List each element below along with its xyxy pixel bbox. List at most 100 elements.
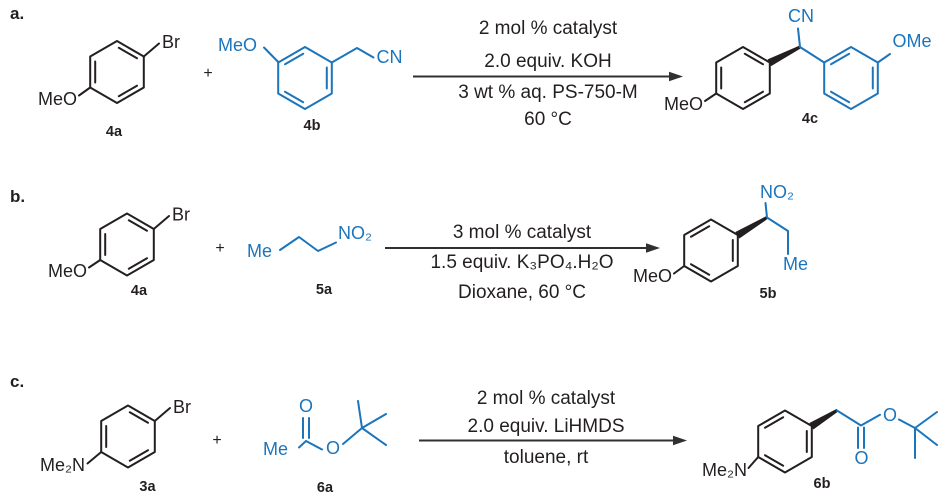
atom-label-ome: OMe [893, 31, 932, 51]
atom-label-br: Br [162, 32, 180, 52]
molecule-4a: Br MeO 4a [38, 32, 180, 140]
section-label-b: b. [10, 187, 25, 206]
4c-blue-fragment: CN OMe [788, 6, 932, 110]
atom-label-meo: MeO [48, 261, 87, 281]
substituent-bonds [747, 456, 760, 469]
compound-id-6b: 6b [814, 476, 831, 492]
molecule-6a: Me O O 6a [263, 396, 387, 496]
atom-label-o-carbonyl: O [854, 448, 868, 468]
atom-label-cn: CN [377, 47, 403, 67]
condition-line: 2 mol % catalyst [479, 18, 618, 39]
compound-id-4a: 4a [131, 283, 148, 299]
reaction-conditions: 2 mol % catalyst 2.0 equiv. KOH 3 wt % a… [458, 18, 638, 130]
compound-id-5a: 5a [316, 282, 333, 298]
condition-line: 3 wt % aq. PS-750-M [458, 82, 638, 103]
benzene-ring [757, 409, 813, 474]
substituent-bonds [797, 27, 891, 64]
molecule-4b: MeO CN 4b [218, 35, 403, 134]
condition-line: 2.0 equiv. KOH [484, 51, 611, 72]
atom-label-me2n: Me₂N [40, 455, 85, 475]
skeleton-bonds [298, 400, 387, 451]
atom-label-br: Br [173, 397, 191, 417]
atom-label-no2: NO₂ [760, 182, 794, 202]
chain-bonds [279, 236, 337, 252]
compound-id-4c: 4c [802, 111, 818, 127]
reaction-conditions: 2 mol % catalyst 2.0 equiv. LiHMDS tolue… [468, 388, 625, 468]
substituent-bonds [263, 46, 375, 64]
atom-label-me: Me [263, 439, 288, 459]
atom-label-me2n: Me₂N [702, 460, 747, 480]
chain-bonds [764, 202, 789, 255]
arrow-head [673, 435, 687, 446]
atom-label-o-carbonyl: O [299, 396, 313, 416]
reaction-arrow [419, 435, 687, 446]
atom-label-br: Br [172, 205, 190, 225]
wedge-bond [809, 408, 839, 430]
condition-line: 60 °C [524, 109, 572, 130]
compound-id-3a: 3a [139, 479, 156, 495]
arrow-head [669, 71, 683, 82]
atom-label-no2: NO₂ [338, 223, 372, 243]
wedge-bond [735, 215, 769, 239]
benzene-ring [823, 46, 879, 110]
section-label-a: a. [10, 4, 24, 23]
reaction-row-a: a. Br MeO 4a + MeO CN 4b 2 mol % catalys… [10, 4, 932, 140]
benzene-ring [277, 46, 333, 110]
benzene-ring [715, 46, 771, 110]
atom-label-meo: MeO [633, 266, 672, 286]
reaction-arrow [385, 243, 660, 253]
carbonyl-double-bond [302, 417, 310, 439]
molecule-5a: Me NO₂ 5a [247, 223, 372, 298]
reaction-row-c: c. Br Me₂N 3a + Me O O 6a 2 mol % cataly… [10, 372, 938, 496]
substituent-bonds [78, 42, 160, 97]
molecule-4a: Br MeO 4a [48, 205, 190, 300]
substituent-bonds [673, 265, 686, 275]
condition-line: 2.0 equiv. LiHMDS [468, 416, 625, 437]
4c-black-fragment: MeO [664, 45, 802, 114]
plus-sign: + [212, 432, 221, 449]
compound-id-5b: 5b [760, 286, 777, 302]
compound-id-4b: 4b [304, 118, 321, 134]
reaction-arrow [413, 71, 683, 82]
condition-line: 2 mol % catalyst [477, 388, 616, 409]
carbonyl-double-bond [857, 426, 865, 449]
wedge-bond [767, 45, 802, 67]
plus-sign: + [215, 240, 224, 257]
5b-black-fragment: MeO [633, 215, 769, 286]
plus-sign: + [203, 65, 212, 82]
molecule-4c: MeO CN OMe 4c [664, 6, 932, 127]
atom-label-me: Me [783, 254, 808, 274]
condition-line: toluene, rt [504, 447, 589, 468]
atom-label-me: Me [247, 241, 272, 261]
atom-label-meo: MeO [38, 89, 77, 109]
compound-id-4a: 4a [106, 124, 123, 140]
benzene-ring [89, 40, 145, 104]
5b-blue-fragment: NO₂ Me [760, 182, 808, 274]
6b-black-fragment: Me₂N [702, 408, 839, 480]
arrow-head [646, 243, 660, 253]
molecule-6b: Me₂N O O 6b [702, 405, 938, 492]
compound-id-6a: 6a [317, 480, 334, 496]
substituent-bonds [86, 407, 171, 465]
condition-line: 3 mol % catalyst [453, 222, 592, 243]
molecule-5b: MeO NO₂ Me 5b [633, 182, 808, 302]
substituent-bonds [88, 215, 170, 269]
atom-label-meo: MeO [218, 35, 257, 55]
atom-label-o-ester: O [883, 405, 897, 425]
section-label-c: c. [10, 372, 24, 391]
substituent-bonds [704, 92, 718, 102]
skeleton-bonds [836, 409, 938, 459]
benzene-ring [100, 404, 156, 469]
benzene-ring [683, 218, 739, 283]
reaction-conditions: 3 mol % catalyst 1.5 equiv. K₃PO₄.H₂O Di… [430, 222, 613, 303]
atom-label-o-ester: O [326, 438, 340, 458]
atom-label-cn: CN [788, 6, 814, 26]
benzene-ring [99, 212, 155, 277]
molecule-3a: Br Me₂N 3a [40, 397, 191, 495]
6b-blue-fragment: O O [836, 405, 938, 468]
condition-line: 1.5 equiv. K₃PO₄.H₂O [430, 252, 613, 273]
reaction-row-b: b. Br MeO 4a + Me NO₂ 5a 3 mol % catalys… [10, 182, 808, 303]
condition-line: Dioxane, 60 °C [458, 282, 586, 303]
